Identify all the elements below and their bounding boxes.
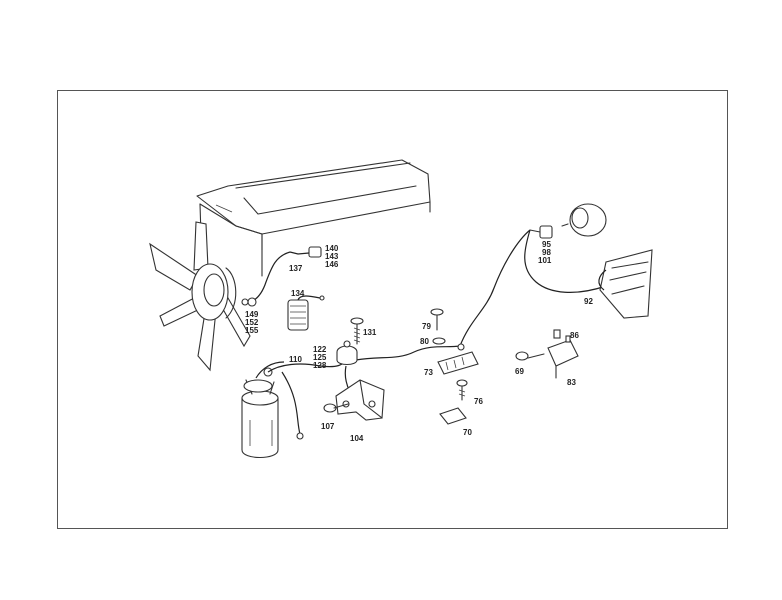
callout-80: 80 <box>420 337 429 346</box>
callout-125: 125 <box>313 353 327 362</box>
callout-140: 140 <box>325 244 339 253</box>
bolt-107 <box>323 403 349 413</box>
callout-92: 92 <box>584 297 593 306</box>
vacuum-valve-83 <box>547 329 579 379</box>
callout-69: 69 <box>515 367 524 376</box>
callout-73: 73 <box>424 368 433 377</box>
callout-107: 107 <box>321 422 335 431</box>
callout-86: 86 <box>570 331 579 340</box>
callout-98: 98 <box>542 248 551 257</box>
callout-95: 95 <box>542 240 551 249</box>
bracket-104 <box>335 379 385 421</box>
callout-143: 143 <box>325 252 339 261</box>
relay-134 <box>287 295 325 331</box>
callout-104: 104 <box>350 434 364 443</box>
screw-131 <box>350 317 364 345</box>
connector-95 <box>529 225 553 239</box>
bolt-79 <box>430 308 446 345</box>
callout-146: 146 <box>325 260 339 269</box>
clamp-70 <box>439 407 467 425</box>
screw-69 <box>515 351 545 361</box>
callout-137: 137 <box>289 264 303 273</box>
callout-70: 70 <box>463 428 472 437</box>
temperature-sensor <box>241 246 322 307</box>
ignition-coil <box>241 367 279 459</box>
callout-79: 79 <box>422 322 431 331</box>
terminal-block-73 <box>437 351 479 375</box>
callout-128: 128 <box>313 361 327 370</box>
callout-134: 134 <box>291 289 305 298</box>
callout-122: 122 <box>313 345 327 354</box>
callout-110: 110 <box>289 355 302 364</box>
callout-labels: 140 143 146 137 95 98 101 134 149 152 15… <box>245 240 593 443</box>
callout-76: 76 <box>474 397 483 406</box>
cushion-92 <box>598 249 653 319</box>
callout-101: 101 <box>538 256 552 265</box>
callout-149: 149 <box>245 310 259 319</box>
screw-76 <box>456 379 468 401</box>
callout-152: 152 <box>245 318 259 327</box>
radiator-fan <box>149 221 251 372</box>
callout-131: 131 <box>363 328 377 337</box>
sensor-122 <box>336 340 358 366</box>
engine-block <box>196 159 431 277</box>
callout-83: 83 <box>567 378 576 387</box>
round-sensor <box>561 203 607 237</box>
callout-155: 155 <box>245 326 259 335</box>
